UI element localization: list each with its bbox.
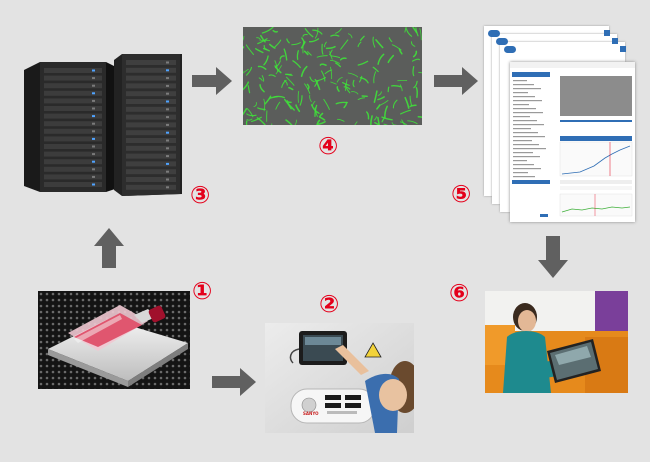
report-logo [496, 38, 508, 45]
arrow-flask-to-servers [94, 228, 124, 268]
arrow-image-to-reports [434, 67, 478, 95]
step-number-3: ③ [190, 181, 211, 209]
cell-image-icon [243, 27, 422, 125]
cell-culture-flask-image [38, 291, 190, 389]
server-racks-image [22, 52, 184, 197]
step-number-6: ⑥ [449, 279, 470, 307]
tablet-user-icon [485, 291, 628, 393]
report-pages-icon [510, 62, 635, 217]
report-close-icon [612, 38, 618, 44]
arrow-servers-to-image [192, 67, 232, 95]
report-logo [488, 30, 500, 37]
incubator-touchscreen-image: SANYO [265, 323, 414, 433]
cell-culture-flask-icon [38, 291, 190, 389]
report-logo [504, 46, 516, 53]
step-number-2: ② [319, 290, 340, 318]
report-page-front [510, 62, 635, 222]
incubator-touchscreen-icon [265, 323, 414, 433]
step-number-4: ④ [318, 132, 339, 160]
step-number-1: ① [192, 277, 213, 305]
incubator-brand-label: SANYO [303, 411, 319, 416]
report-close-icon [620, 46, 626, 52]
report-close-icon [604, 30, 610, 36]
arrow-reports-to-tablet [538, 236, 568, 278]
server-rack-icon [24, 54, 182, 196]
cell-microscopy-image [243, 27, 422, 125]
step-number-5: ⑤ [451, 180, 472, 208]
tablet-user-image [485, 291, 628, 393]
report-pages-stack [480, 24, 640, 226]
arrow-flask-to-incubator [212, 368, 256, 396]
